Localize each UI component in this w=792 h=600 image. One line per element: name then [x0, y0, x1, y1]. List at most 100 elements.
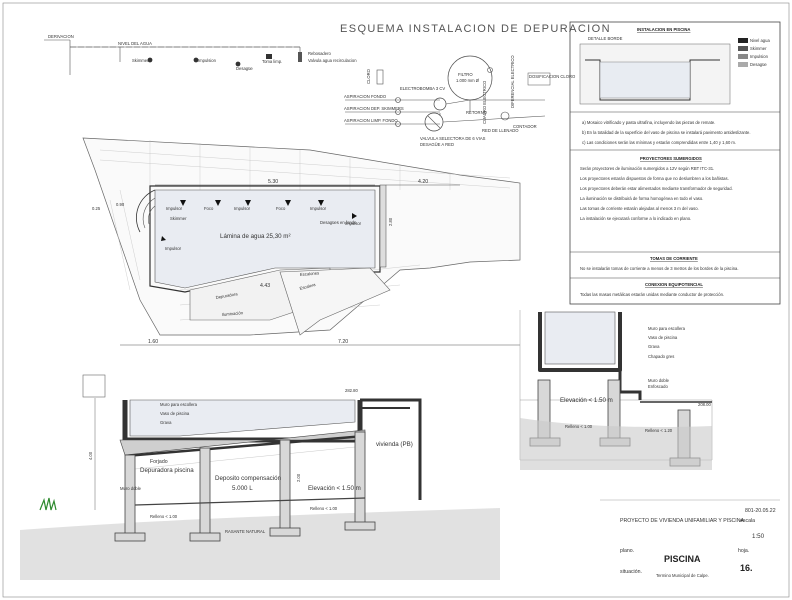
legend-desague: Desagüe [750, 62, 767, 67]
red-llenado-label: RED DE LLENADO [482, 128, 519, 133]
section-detail-right: Muro para escollera Vaso de piscina Grav… [519, 310, 713, 470]
nivel-agua-label: NIVEL DEL AGUA [118, 41, 152, 46]
desague-red-label: DESAGÜE A RED [420, 142, 454, 147]
small-vaso-label: Vaso de piscina [648, 335, 678, 340]
dim-right: 4.20 [418, 179, 428, 185]
small-relleno2-label: Relleno < 1.20 [645, 428, 673, 433]
asp-skimmer-label: ASPIRACION DEP. SKIMMERS [344, 106, 404, 111]
main-dim-top: 282.80 [345, 388, 358, 393]
cuadro-label: CUADRO ELECTRICO [482, 80, 487, 124]
plan-skimmer-label: Skimmer [170, 216, 187, 221]
note-b: b) En la totalidad de la superficie del … [582, 130, 751, 135]
toma-limp-label: Toma limp. [262, 59, 282, 64]
retorno-label: RETORNO [466, 110, 488, 115]
dim-top: 5.30 [268, 179, 278, 185]
main-vivienda-label: vivienda (PB) [376, 441, 413, 448]
small-muro-label: Muro para escollera [648, 326, 686, 331]
ground-fill [20, 508, 500, 580]
dim-left: 0.25 [92, 206, 101, 211]
main-forjado-label: Forjado [150, 459, 168, 465]
hydraulic-schematic: DERIVACION NIVEL DEL AGUA Skimmer Impuls… [44, 34, 576, 147]
contador-label: CONTADOR [513, 124, 537, 129]
dosificacion-label: DOSIFICACION CLORO [529, 74, 576, 79]
drawing-code: 801-20.05.22 [745, 508, 776, 514]
equip-line-1: Todas las masas metálicas estarán unidas… [580, 292, 724, 297]
filtro-label: FILTRO [458, 72, 473, 77]
foco-2: Foco [276, 206, 286, 211]
main-grava-label: Grava [160, 420, 172, 425]
plano-value: PISCINA [664, 554, 701, 564]
main-elevacion-label: Elevación < 1.50 m [308, 485, 361, 492]
escalones-label: Escalones [300, 270, 320, 277]
section-proyectores-heading: PROYECTORES SUMERGIDOS [640, 156, 702, 161]
detail-label: DETALLE BORDE [588, 36, 623, 41]
plano-label: plano. [620, 548, 634, 554]
dim-bottom-left: 1.60 [148, 339, 158, 345]
asp-fondo-label: ASPIRACION FONDO [344, 94, 387, 99]
main-rasante-label: RASANTE NATURAL [225, 529, 266, 534]
panel-header: INSTALACION EN PISCINA [637, 27, 690, 32]
proy-line-2: Los proyectores estarán dispuestos de fo… [580, 176, 729, 181]
impulsion-schem-label: Impulsion [198, 58, 217, 63]
impulsor-2: Impulsor [234, 206, 251, 211]
legend-skimmer: Skimmer [750, 46, 767, 51]
proy-line-1: Serán proyectores de iluminación sumergi… [580, 166, 714, 171]
foco-1: Foco [204, 206, 214, 211]
hoja-value: 16. [740, 563, 753, 573]
impulsor-3: Impulsor [310, 206, 327, 211]
main-depuradora-label: Depuradora piscina [140, 467, 194, 474]
dim-side: 2.80 [388, 217, 393, 226]
small-dim: 208.00 [698, 402, 711, 407]
small-grava-label: Grava [648, 344, 660, 349]
section-tomas-heading: TOMAS DE CORRIENTE [650, 256, 698, 261]
dim-mid: 4.43 [260, 283, 270, 289]
pool-basin-plan [154, 189, 376, 289]
filtro-size: 1.000 mm Ø [456, 78, 480, 83]
small-relleno-label: Relleno < 1.00 [565, 424, 593, 429]
electrobomba-label: ELECTROBOMBA 3 CV [400, 86, 445, 91]
derivacion-label: DERIVACION [48, 34, 74, 39]
section-equipotencial-heading: CONEXION EQUIPOTENCIAL [645, 282, 703, 287]
small-muro-doble-label: Muro doble [648, 378, 670, 383]
proy-line-3: Los proyectores deberán estar alimentado… [580, 186, 733, 191]
pool-plan: 5.30 4.20 0.25 0.90 4.43 1.60 7.20 2.80 … [82, 137, 521, 346]
note-c: c) Las condiciones serán las mínimas y e… [582, 140, 736, 145]
main-relleno2-label: Relleno < 1.00 [310, 506, 338, 511]
main-deposito-vol: 5.000 L [232, 485, 253, 492]
main-dim-h: 4.00 [88, 451, 93, 460]
diferencial-label: DIFERENCIAL ELECTRICO [510, 55, 515, 108]
section-main: Muro para escollera Vaso de piscina Grav… [20, 374, 500, 580]
main-relleno-label: Relleno < 1.00 [150, 514, 178, 519]
main-vaso-label: Vaso de piscina [160, 411, 190, 416]
tomas-line-1: No se instalarán tomas de corriente a me… [580, 266, 739, 271]
impulsor-4: Impulsor [345, 221, 362, 226]
small-enfoscado-label: Enfoscado [648, 384, 668, 389]
lamina-label: Lámina de agua 25,30 m² [220, 233, 291, 240]
note-a: a) Mosaico vitrificado y pasta ultrafina… [582, 120, 715, 125]
valvula-selectora-label: VALVULA SELECTORA DE 6 VIAS [420, 136, 486, 141]
project-name: PROYECTO DE VIVIENDA UNIFAMILIAR Y PISCI… [620, 518, 744, 524]
grass-icon [39, 497, 57, 511]
small-chapado-label: Chapado gres [648, 354, 674, 359]
legend-impulsion: Impulsion [750, 54, 769, 59]
proy-line-6: La instalación se ejecutará conforme a l… [580, 216, 691, 221]
asp-limp-label: ASPIRACION LIMP. FONDO [344, 118, 398, 123]
main-dim-h2: 2.00 [296, 473, 301, 482]
main-deposito-label: Deposito compensación [215, 475, 282, 482]
hoja-label: hoja. [738, 548, 749, 554]
svg-text:CLORO: CLORO [366, 68, 371, 84]
rebosadero-label: Rebosadero [308, 51, 331, 56]
desague-schem-label: Desagüe [236, 66, 253, 71]
escala-value: 1:50 [752, 533, 765, 540]
proy-line-5: Las tomas de corriente estarán alejadas … [580, 206, 699, 211]
escalera-label: Escalera [299, 282, 317, 291]
proy-line-4: La iluminación se distribuirá de forma h… [580, 196, 703, 201]
dim-left2: 0.90 [116, 202, 125, 207]
main-muro-label: Muro para escollera [160, 402, 198, 407]
skimmer-schem-label: Skimmer [132, 58, 149, 63]
plan-depuradora-label: Depuradora [215, 291, 238, 300]
situacion-label: situación. [620, 569, 642, 575]
escala-label: escala [740, 518, 755, 524]
